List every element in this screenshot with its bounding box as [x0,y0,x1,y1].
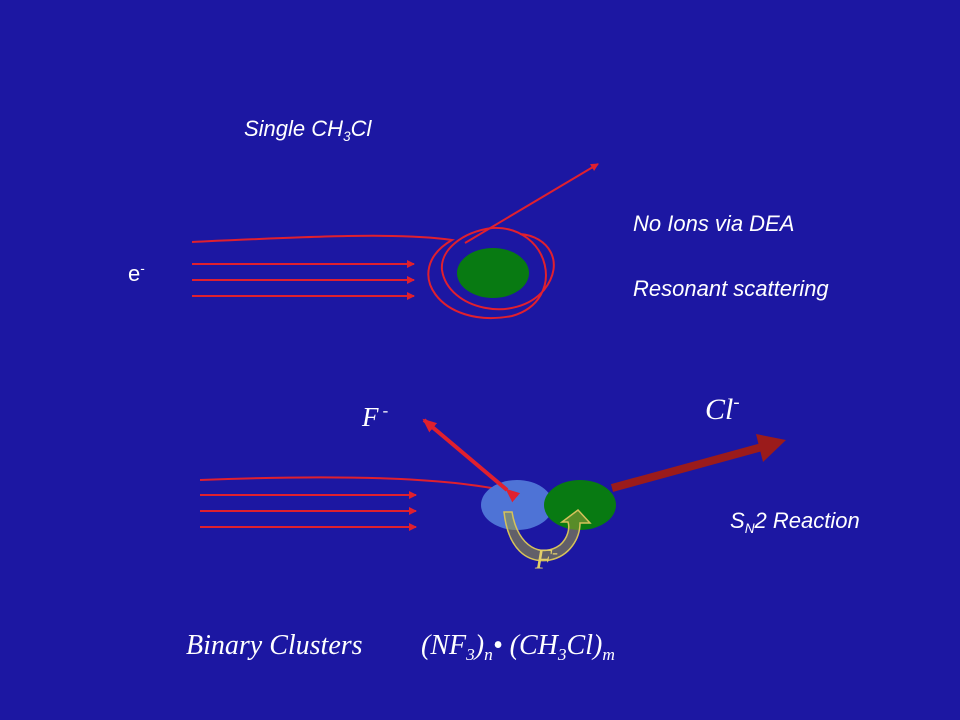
cl-ion-product-arrow [610,443,764,492]
scattered-electron-trajectory [191,226,555,319]
cl-minus-main: Cl [705,393,734,427]
single-label-main: Single CH [244,116,344,141]
electron-beam-bottom [199,476,516,531]
binary-clusters-label: Binary Clusters [186,630,363,661]
formula-sub-3: 3 [557,645,567,665]
sn2-sub: N [744,520,755,536]
f-transfer-sup: - [552,543,558,562]
cluster-formula: (NF3)n• (CH3Cl)m [421,630,615,665]
single-label-tail: Cl [350,116,372,141]
f-ion-double-arrow [422,418,521,503]
cl-minus-sup: - [733,392,740,413]
f-minus-label: F - [362,401,388,433]
formula-sub-4: m [602,645,615,665]
cl-ion-arrowhead [756,434,786,462]
formula-sub-2: n [484,645,493,665]
f-transfer-arrow [503,508,592,562]
ch3cl-molecule [457,248,529,298]
electron-beam-top [192,260,415,300]
electron-label-main: e [128,261,141,287]
cl-minus-label: Cl- [705,392,740,427]
formula-part-2: ) [474,630,485,661]
f-transfer-label: F- [535,543,558,576]
sn2-tail: 2 Reaction [754,508,860,533]
f-minus-sup: - [378,401,389,420]
formula-part-1: (NF [421,630,467,661]
electron-label: e- [128,261,145,287]
electron-ray-bottom-curve [199,476,516,496]
scattered-exit-ray [464,163,599,244]
sn2-reaction-label: SN2 Reaction [730,508,860,536]
formula-sub-1: 3 [466,645,475,665]
formula-part-3: • (CH [492,630,558,661]
formula-part-4: Cl) [566,630,603,661]
f-minus-main: F [362,402,379,433]
nf3-molecule [481,480,553,530]
f-transfer-main: F [535,544,553,576]
single-label-sub: 3 [343,128,351,144]
resonant-scattering-label: Resonant scattering [633,276,829,301]
electron-label-sup: - [140,261,145,276]
ch3cl-cluster-molecule [544,480,616,530]
single-molecule-label: Single CH3Cl [244,116,371,144]
sn2-main: S [730,508,745,533]
no-ions-label: No Ions via DEA [633,211,795,236]
